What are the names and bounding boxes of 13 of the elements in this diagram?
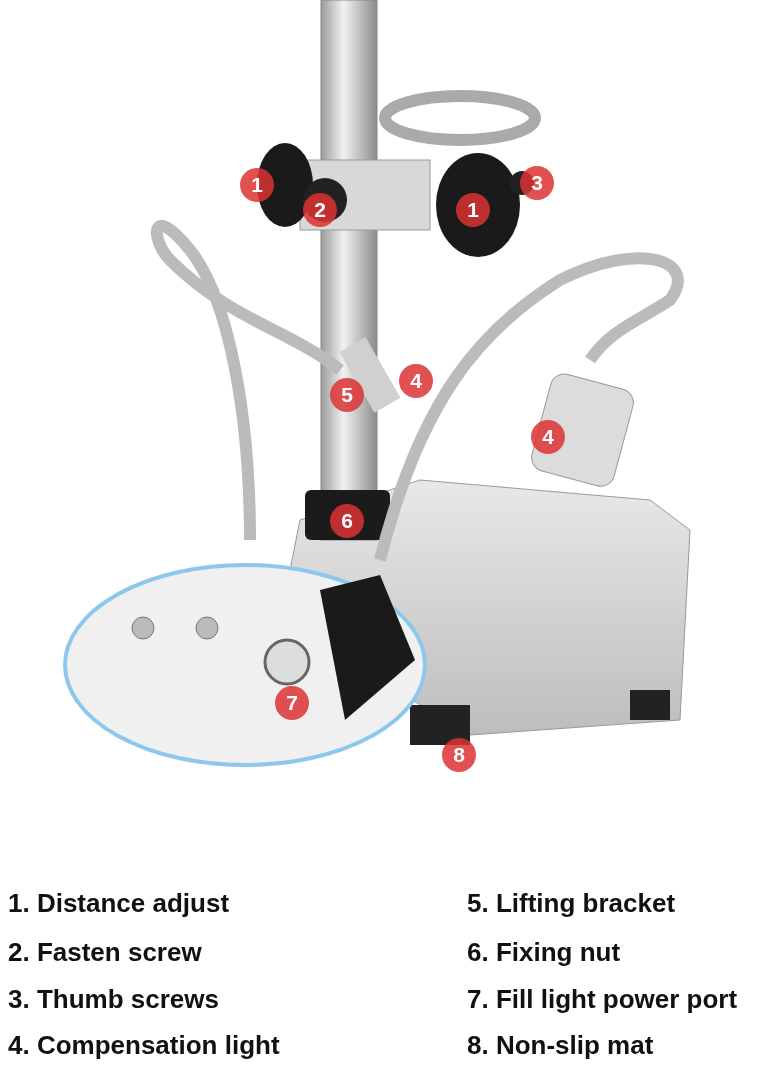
callout-number: 4 <box>399 364 433 398</box>
part-legend-item: 7. Fill light power port <box>467 984 738 1015</box>
part-legend-item: 4. Compensation light <box>8 1030 280 1061</box>
part-legend-item: 6. Fixing nut <box>467 937 621 968</box>
callout-number: 8 <box>442 738 476 772</box>
part-legend-item: 8. Non-slip mat <box>467 1030 654 1061</box>
callout-number: 3 <box>520 166 554 200</box>
part-legend-item: 2. Fasten screw <box>8 937 202 968</box>
part-legend-item: 1. Distance adjust <box>8 888 230 919</box>
part-legend-item: 5. Lifting bracket <box>467 888 676 919</box>
part-legend-item: 3. Thumb screws <box>8 984 219 1015</box>
callout-number: 4 <box>531 420 565 454</box>
callout-number: 1 <box>240 168 274 202</box>
